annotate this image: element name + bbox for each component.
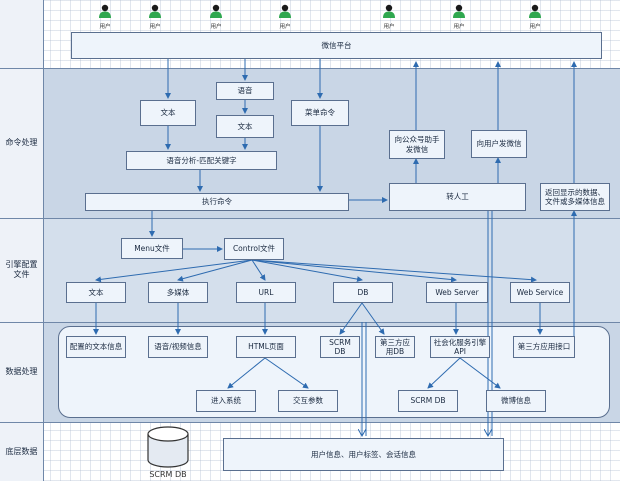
user-icon: 用户	[377, 3, 401, 30]
third-party-db-box: 第三方应用DB	[375, 336, 415, 358]
database-label: SCRM DB	[149, 470, 187, 479]
database-icon	[147, 426, 189, 468]
user-caption: 用户	[210, 24, 222, 30]
send-user-box: 向用户发微信	[471, 130, 527, 158]
user-icon: 用户	[143, 3, 167, 30]
execute-command-box: 执行命令	[85, 193, 349, 211]
text-box: 文本	[140, 100, 196, 126]
interaction-params-box: 交互参数	[278, 390, 338, 412]
user-icon: 用户	[93, 3, 117, 30]
lane-label-data: 数据处理	[0, 322, 44, 422]
engine-media-box: 多媒体	[148, 282, 208, 303]
voice-text-box: 文本	[216, 115, 274, 138]
user-caption: 用户	[529, 24, 541, 30]
html-page-box: HTML页面	[236, 336, 296, 358]
scrm-db-box: SCRM DB	[320, 336, 360, 358]
enter-system-box: 进入系统	[196, 390, 256, 412]
lane-divider	[0, 218, 620, 219]
lane-label-engine: 引擎配置文件	[0, 218, 44, 322]
audio-video-box: 语音/视频信息	[148, 336, 208, 358]
lane-engine	[44, 218, 620, 322]
social-api-box: 社会化服务引擎API	[430, 336, 490, 358]
user-icon: 用户	[447, 3, 471, 30]
voice-box: 语音	[216, 82, 274, 100]
user-caption: 用户	[279, 24, 291, 30]
engine-webservice-box: Web Service	[510, 282, 570, 303]
menu-command-box: 菜单命令	[291, 100, 349, 126]
engine-text-box: 文本	[66, 282, 126, 303]
menu-file-box: Menu文件	[121, 238, 183, 259]
user-caption: 用户	[453, 24, 465, 30]
user-caption: 用户	[149, 24, 161, 30]
lane-label-users	[0, 0, 44, 68]
user-icon: 用户	[273, 3, 297, 30]
wechat-platform-box: 微信平台	[71, 32, 602, 59]
weibo-info-box: 微博信息	[486, 390, 546, 412]
scrm-db-2-box: SCRM DB	[398, 390, 458, 412]
manual-service-box: 转人工	[389, 183, 526, 211]
user-info-box: 用户信息、用户标签、会话信息	[223, 438, 504, 471]
control-file-box: Control文件	[224, 238, 284, 260]
lane-label-bottom: 底层数据	[0, 422, 44, 481]
send-public-box: 向公众号助手发微信	[389, 130, 445, 159]
user-caption: 用户	[99, 24, 111, 30]
lane-label-command: 命令处理	[0, 68, 44, 218]
configured-text-box: 配置的文本信息	[66, 336, 126, 358]
user-caption: 用户	[383, 24, 395, 30]
lane-divider	[0, 68, 620, 69]
return-info-box: 返回显示的数据、文件或多媒体信息	[540, 183, 610, 211]
voice-analysis-box: 语音分析-匹配关键字	[126, 151, 277, 170]
engine-db-box: DB	[333, 282, 393, 303]
lane-divider	[0, 322, 620, 323]
engine-url-box: URL	[236, 282, 296, 303]
user-icon: 用户	[204, 3, 228, 30]
user-icon: 用户	[523, 3, 547, 30]
third-party-api-box: 第三方应用接口	[513, 336, 575, 358]
lane-divider	[0, 422, 620, 423]
engine-webserver-box: Web Server	[426, 282, 488, 303]
